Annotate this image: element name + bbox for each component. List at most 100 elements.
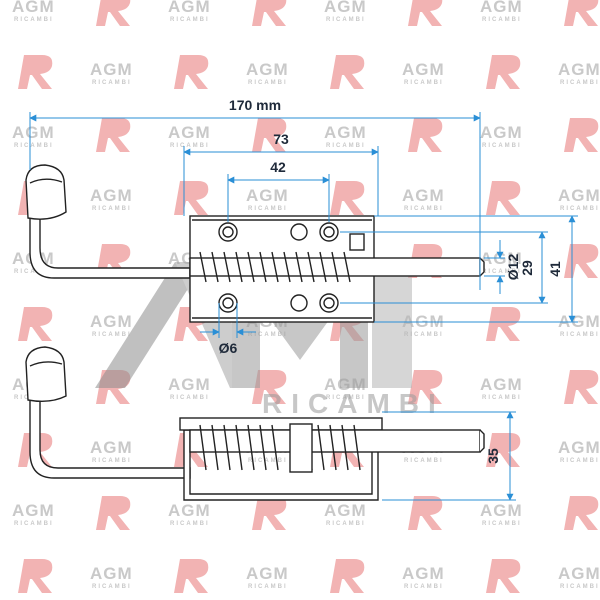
watermark-sub: RICAMBI <box>326 395 366 401</box>
watermark-brand: AGM <box>12 501 55 520</box>
watermark-sub: RICAMBI <box>170 521 210 527</box>
label-side-height: 35 <box>485 448 501 464</box>
watermark-r-logo <box>486 55 521 89</box>
watermark-brand: AGM <box>168 0 211 16</box>
label-hole-spacing: 42 <box>270 159 286 175</box>
watermark-sub: RICAMBI <box>248 206 288 212</box>
watermark-brand: AGM <box>246 564 289 583</box>
watermark-brand: AGM <box>246 186 289 205</box>
watermark-sub: RICAMBI <box>92 584 132 590</box>
watermark-r-logo <box>408 118 443 152</box>
label-bracket-length: 73 <box>273 131 289 147</box>
watermark-sub: RICAMBI <box>404 584 444 590</box>
watermark-sub: RICAMBI <box>560 458 600 464</box>
label-hole-diameter: Ø6 <box>219 340 238 356</box>
watermark-r-logo <box>96 496 131 530</box>
watermark-sub: RICAMBI <box>326 143 366 149</box>
handle-grip <box>25 164 67 220</box>
watermark-sub: RICAMBI <box>248 332 288 338</box>
watermark-r-logo <box>486 559 521 593</box>
center-watermark-text: RICAMBI <box>262 388 445 419</box>
watermark-brand: AGM <box>480 0 523 16</box>
watermark-brand: AGM <box>90 312 133 331</box>
spring <box>199 251 351 283</box>
watermark-brand: AGM <box>402 186 445 205</box>
watermark-brand: AGM <box>12 123 55 142</box>
watermark-brand: AGM <box>480 501 523 520</box>
dimension-labels: 170 mm 73 42 Ø6 Ø12 29 41 35 <box>219 97 563 464</box>
watermark-r-logo <box>96 0 131 26</box>
watermark-sub: RICAMBI <box>404 332 444 338</box>
watermark-sub: RICAMBI <box>170 395 210 401</box>
side-bolt-pin <box>189 429 481 453</box>
watermark-brand: AGM <box>12 0 55 16</box>
watermark-brand: AGM <box>168 375 211 394</box>
side-handle-grip <box>25 346 67 403</box>
watermark-sub: RICAMBI <box>482 521 522 527</box>
watermark-sub: RICAMBI <box>404 80 444 86</box>
watermark-brand: AGM <box>90 60 133 79</box>
watermark-sub: RICAMBI <box>170 143 210 149</box>
watermark-sub: RICAMBI <box>92 206 132 212</box>
watermark-r-logo <box>330 559 365 593</box>
watermark-brand: AGM <box>324 501 367 520</box>
watermark-sub: RICAMBI <box>92 458 132 464</box>
watermark-sub: RICAMBI <box>482 269 522 275</box>
watermark-sub: RICAMBI <box>14 521 54 527</box>
watermark-r-logo <box>330 181 365 215</box>
watermark-r-logo <box>408 496 443 530</box>
watermark-r-logo <box>408 0 443 26</box>
watermark-sub: RICAMBI <box>248 584 288 590</box>
watermark-brand: AGM <box>480 375 523 394</box>
stop-tab <box>349 233 365 251</box>
watermark-r-logo <box>174 55 209 89</box>
watermark-r-logo <box>486 307 521 341</box>
watermark-r-logo <box>18 307 53 341</box>
watermark-sub: RICAMBI <box>560 332 600 338</box>
watermark-sub: RICAMBI <box>560 584 600 590</box>
label-pin-diameter: Ø12 <box>505 254 521 281</box>
watermark-brand: AGM <box>90 564 133 583</box>
watermark-sub: RICAMBI <box>326 17 366 23</box>
watermark-sub: RICAMBI <box>404 206 444 212</box>
watermark-brand: AGM <box>90 186 133 205</box>
watermark-sub: RICAMBI <box>248 458 288 464</box>
watermark-r-logo <box>408 370 443 404</box>
watermark-brand: AGM <box>168 123 211 142</box>
watermark-sub: RICAMBI <box>92 80 132 86</box>
watermark-r-logo <box>18 559 53 593</box>
watermark-brand: AGM <box>402 60 445 79</box>
watermark-r-logo <box>252 118 287 152</box>
watermark-r-logo <box>252 0 287 26</box>
watermark-brand: AGM <box>558 186 600 205</box>
label-bracket-height: 41 <box>547 261 563 277</box>
watermark-sub: RICAMBI <box>482 17 522 23</box>
watermark-r-logo <box>252 370 287 404</box>
